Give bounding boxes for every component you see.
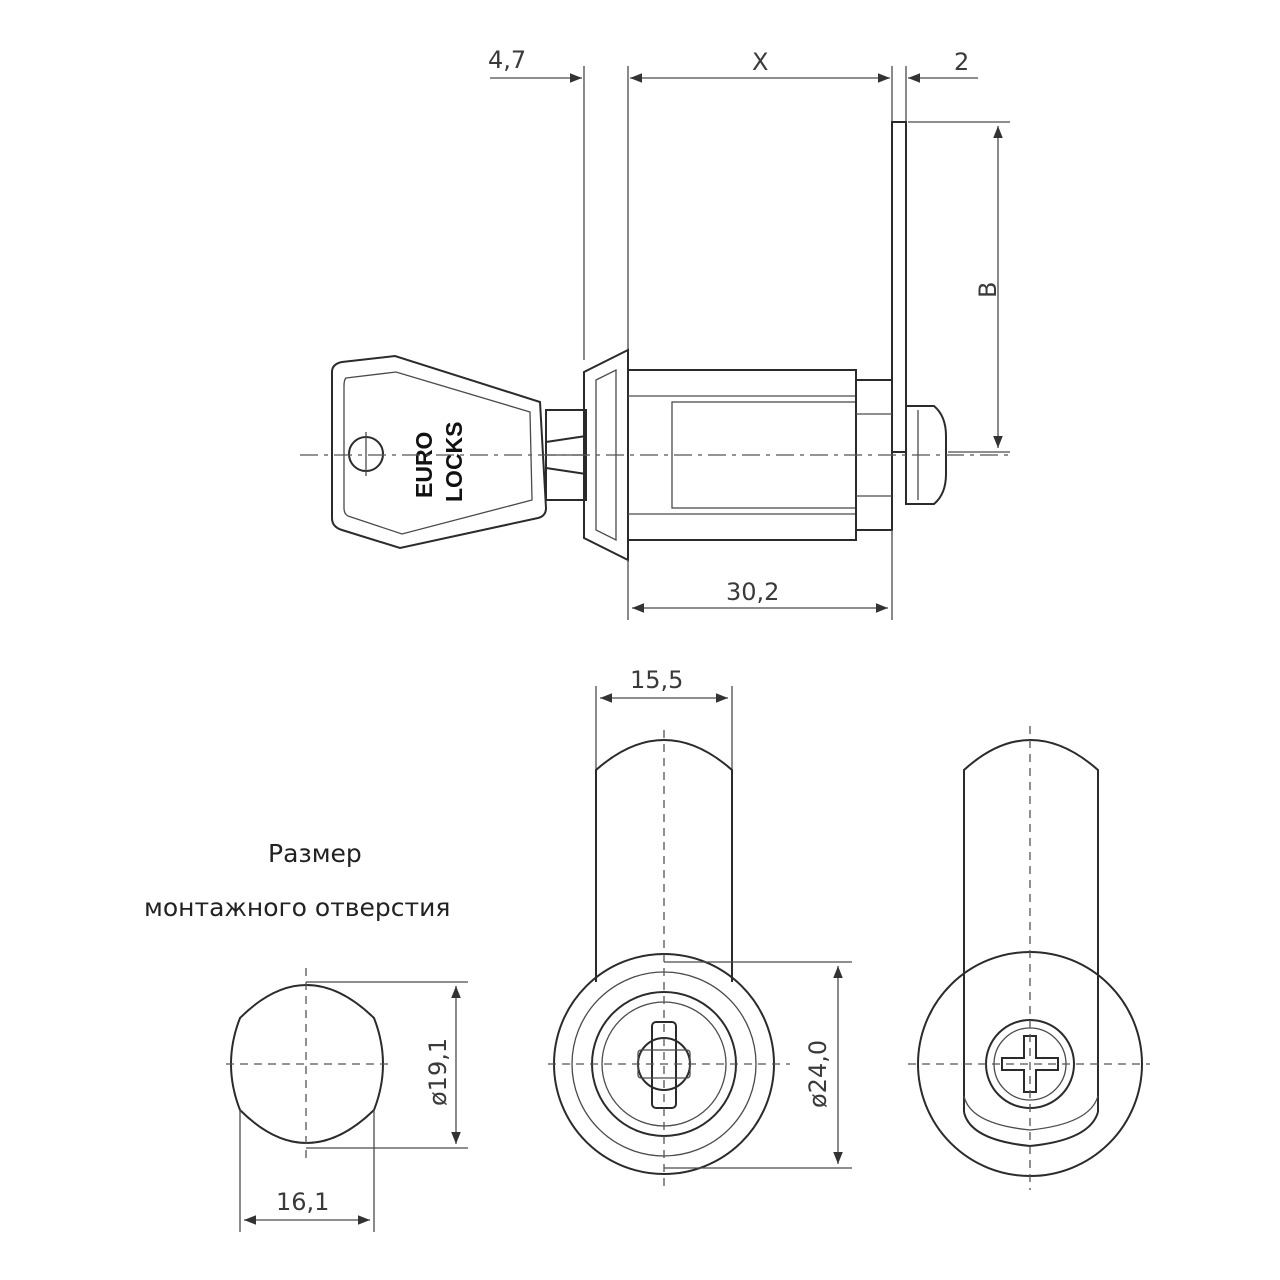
caption-line1: Размер [268,839,362,868]
mounting-hole-outline [230,984,384,1144]
dim-24-0-label: ø24,0 [804,1040,832,1108]
dimension-top [490,66,978,360]
rear-view [908,726,1150,1190]
dim-30-2-label: 30,2 [726,578,779,606]
dim-19-1-label: ø19,1 [424,1038,452,1106]
dimension-15-5 [595,686,733,770]
dim-x-label: X [752,48,768,76]
dim-2-label: 2 [954,48,969,76]
dim-4-7-label: 4,7 [488,46,526,74]
side-view: 4,7 X 2 B EURO LOCKS [300,46,1010,620]
cam-lever [891,121,907,453]
key-brand-line1: EURO [411,432,437,498]
front-cam-lever [595,739,733,982]
phillips-screw-icon [1001,1035,1059,1093]
key-brand-line2: LOCKS [441,422,467,503]
dimension-19-1 [306,981,468,1149]
dimension-24-0 [664,961,852,1169]
dimension-16-1 [239,1110,375,1232]
dimension-b [908,121,1010,453]
front-view: 15,5 ø24,0 [548,666,852,1190]
key: EURO LOCKS [331,354,587,550]
mounting-hole-view: Размер монтажного отверстия ø19,1 16,1 [144,839,468,1232]
caption-line2: монтажного отверстия [144,893,450,922]
dimension-30-2 [627,530,893,620]
rear-cam-lever [963,739,1099,1112]
dim-b-label: B [974,282,1002,298]
dim-16-1-label: 16,1 [276,1188,329,1216]
dim-15-5-label: 15,5 [630,666,683,694]
